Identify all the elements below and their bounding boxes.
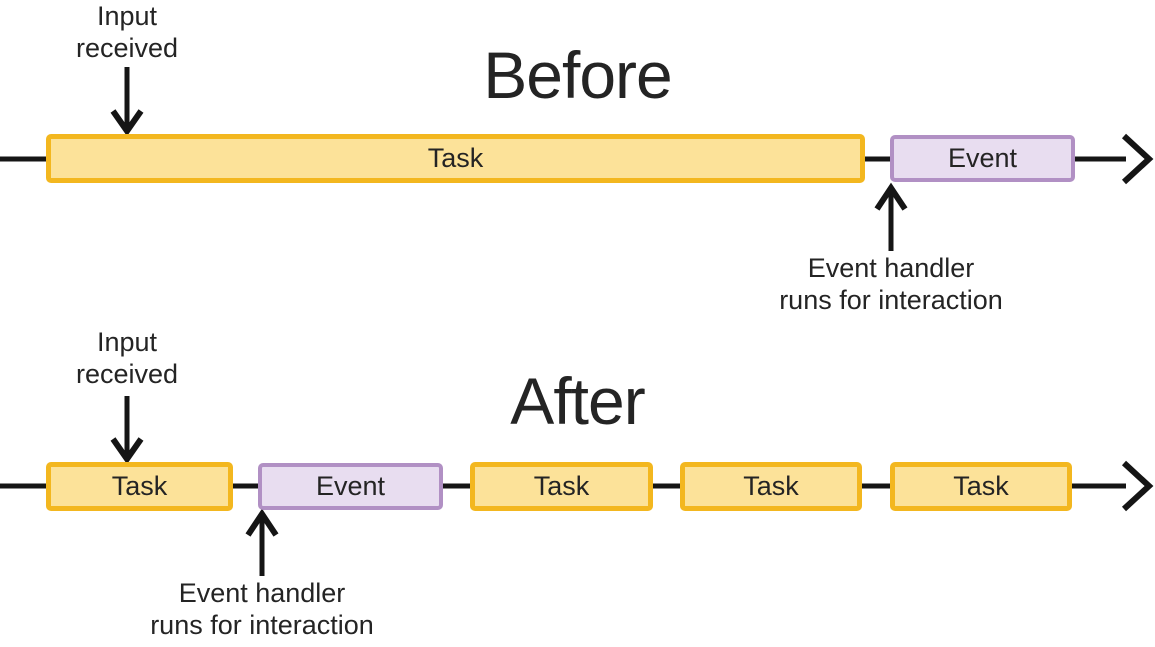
- after-task-block-4: Task: [890, 462, 1072, 511]
- after-task-block-3: Task: [680, 462, 862, 511]
- after-input-label-line2: received: [75, 359, 179, 389]
- after-task-label-3: Task: [743, 471, 799, 501]
- after-input-down-arrow-icon: [110, 437, 144, 465]
- after-handler-label-line2: runs for interaction: [150, 610, 374, 640]
- before-input-label: Input received: [17, 0, 237, 64]
- before-title: Before: [483, 38, 672, 112]
- before-handler-label: Event handler runs for interaction: [731, 252, 1051, 316]
- after-event-label: Event: [315, 471, 386, 501]
- after-task-label-4: Task: [953, 471, 1009, 501]
- after-title: After: [510, 364, 645, 438]
- before-handler-label-line2: runs for interaction: [779, 285, 1003, 315]
- after-task-block-1: Task: [46, 462, 233, 511]
- after-handler-up-arrow-icon: [245, 508, 279, 537]
- before-event-label: Event: [947, 143, 1018, 173]
- before-handler-up-arrow-icon: [874, 182, 908, 211]
- before-input-label-line1: Input: [96, 1, 158, 31]
- before-task-block: Task: [46, 134, 865, 183]
- after-handler-label-line1: Event handler: [178, 578, 346, 608]
- after-timeline-arrowhead-icon: [1121, 460, 1154, 512]
- before-task-label: Task: [427, 143, 484, 173]
- after-task-label-2: Task: [533, 471, 590, 501]
- before-input-label-line2: received: [75, 33, 179, 63]
- before-input-down-arrow-icon: [110, 109, 144, 137]
- after-event-block: Event: [258, 463, 443, 510]
- after-input-label-line1: Input: [96, 327, 158, 357]
- after-task-label-1: Task: [111, 471, 168, 501]
- after-input-label: Input received: [17, 326, 237, 390]
- before-timeline-arrowhead-icon: [1121, 133, 1154, 185]
- after-handler-label: Event handler runs for interaction: [102, 577, 422, 641]
- before-event-block: Event: [890, 135, 1075, 182]
- after-task-block-2: Task: [470, 462, 653, 511]
- before-handler-label-line1: Event handler: [807, 253, 975, 283]
